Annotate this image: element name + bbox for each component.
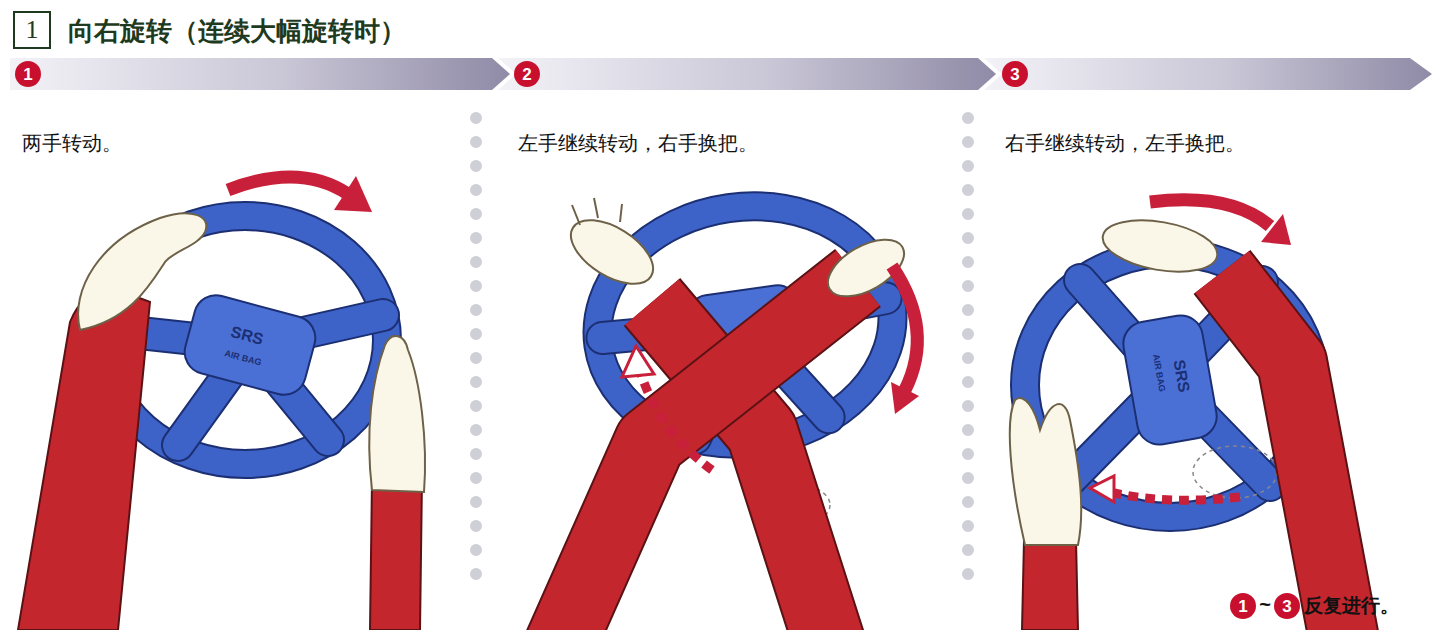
left-arm [560, 228, 913, 630]
regrip-arrow [622, 346, 712, 470]
step-band [498, 58, 996, 90]
rotation-arrow [1261, 214, 1291, 245]
rotation-arrow [892, 266, 917, 390]
rotation-arrow [334, 176, 372, 212]
dotted-separator [470, 118, 482, 582]
ghost-hand [1193, 446, 1277, 498]
step-number-circle: 1 [15, 61, 41, 87]
ghost-hand [1193, 446, 1277, 498]
step-instruction: 左手继续转动，右手换把。 [518, 132, 758, 155]
right-arm [370, 478, 422, 630]
right-arm [369, 336, 425, 492]
number-text: 3 [1282, 598, 1291, 615]
step-instruction: 右手继续转动，左手换把。 [1005, 132, 1245, 155]
step-number-circle: 3 [1274, 593, 1300, 619]
rotation-arrow [891, 266, 919, 414]
step-band [10, 58, 510, 90]
left-arm [18, 213, 206, 630]
dotted-separator [962, 118, 974, 582]
right-arm [560, 207, 663, 296]
number-text: 2 [522, 66, 531, 83]
rotation-arrow [1150, 200, 1291, 245]
left-arm [1010, 398, 1081, 630]
left-arm [1010, 398, 1081, 545]
number-text: 3 [1010, 66, 1019, 83]
left-arm [560, 278, 858, 630]
regrip-arrow [1090, 476, 1240, 502]
right-arm [572, 198, 622, 225]
right-arm [369, 336, 425, 630]
left-arm [78, 213, 206, 330]
repeat-note: 反复进行。 [1304, 595, 1399, 617]
number-text: 1 [26, 17, 39, 43]
number-text: 1 [1238, 598, 1247, 615]
regrip-arrow [1090, 476, 1114, 502]
left-arm [18, 287, 150, 630]
steering-wheel [180, 290, 320, 399]
rotation-arrow [228, 176, 372, 212]
step-number-circle: 3 [1002, 61, 1028, 87]
rotation-arrow [1150, 200, 1270, 226]
left-arm [560, 278, 858, 630]
title: 向右旋转（连续大幅旋转时） [68, 14, 406, 49]
range-sign: ~ [1259, 593, 1271, 616]
number-text: 1 [23, 66, 32, 83]
regrip-arrow [641, 374, 712, 470]
left-arm [1022, 540, 1078, 630]
rotation-arrow [891, 382, 919, 414]
section-number-box: 1 [13, 11, 51, 49]
rotation-arrow [228, 177, 348, 194]
step-band [984, 58, 1432, 90]
regrip-arrow [622, 346, 654, 377]
right-arm [1099, 212, 1222, 279]
step-instruction: 两手转动。 [22, 132, 122, 155]
step-band [10, 58, 1432, 90]
right-arm [1099, 212, 1345, 630]
step-number-circle: 2 [514, 61, 540, 87]
right-arm [1222, 272, 1345, 630]
regrip-arrow [1114, 493, 1240, 500]
right-arm [1222, 272, 1345, 630]
step-number-circle: 1 [1230, 593, 1256, 619]
steering-wheel [1120, 312, 1220, 448]
